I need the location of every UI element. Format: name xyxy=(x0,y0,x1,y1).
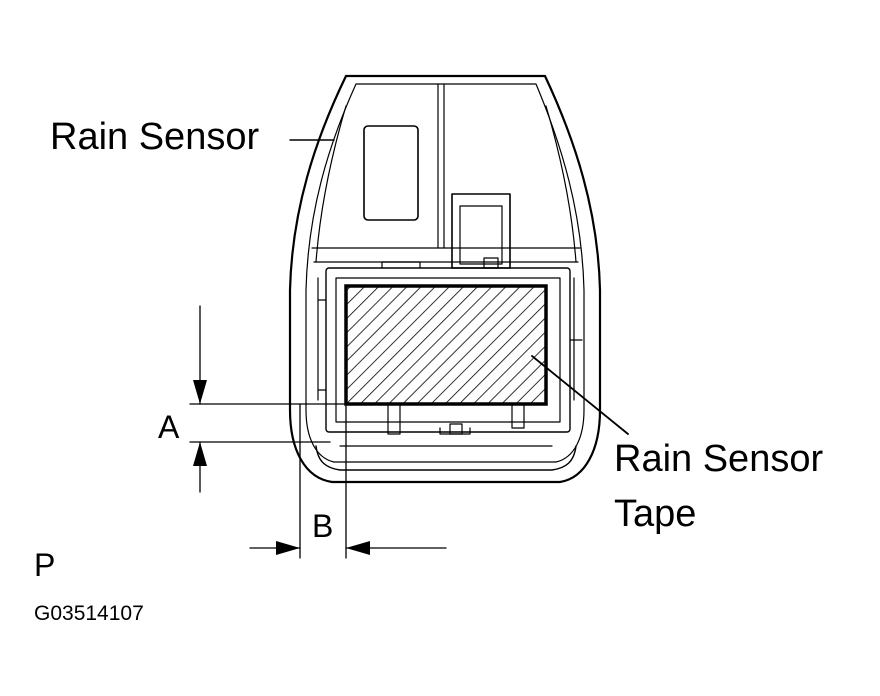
dimension-b xyxy=(249,403,447,559)
dimension-a xyxy=(189,305,347,493)
figure-code: G03514107 xyxy=(34,602,144,625)
dimension-b-label: B xyxy=(312,508,333,544)
rain-sensor-tape-leader xyxy=(531,355,629,435)
rain-sensor-tape xyxy=(344,284,548,406)
rain-sensor-tape-label-line2: Tape xyxy=(614,493,696,535)
sensor-housing xyxy=(288,74,602,484)
view-letter: P xyxy=(34,547,55,583)
dimension-a-label: A xyxy=(158,409,180,445)
rain-sensor-tape-label-line1: Rain Sensor xyxy=(614,438,823,480)
rain-sensor-label: Rain Sensor xyxy=(50,116,259,158)
